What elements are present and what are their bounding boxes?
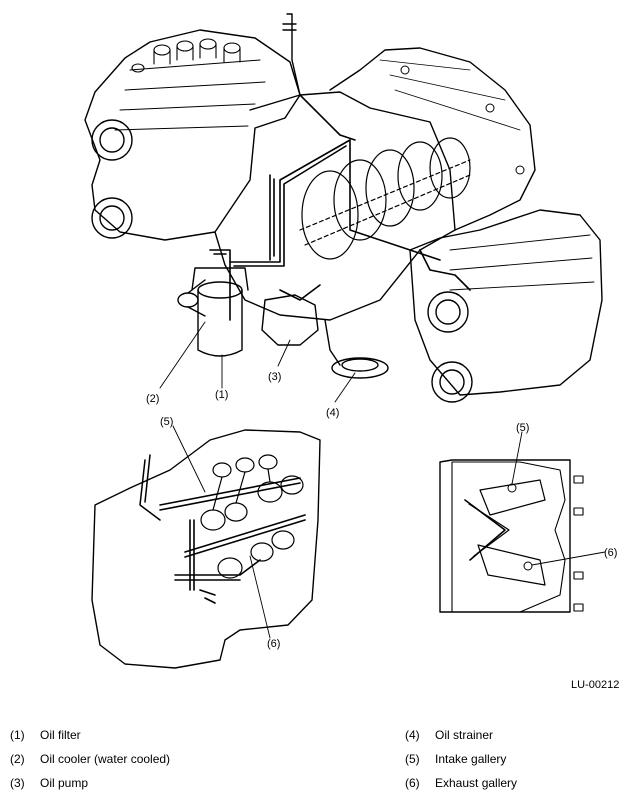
legend-item-oil-filter: (1) Oil filter: [10, 728, 81, 742]
callout-5-right: (5): [516, 422, 529, 434]
dipstick-tube: [282, 13, 301, 96]
head-cross-section: [439, 431, 606, 613]
callout-3: (3): [268, 371, 281, 383]
lubrication-diagram: (2) (1) (3) (4) (5) (6) (5) (6): [84, 13, 617, 669]
legend-number: (5): [405, 752, 420, 766]
callout-6-right: (6): [604, 547, 617, 559]
intake-exhaust-gallery-left-view: [91, 425, 321, 669]
transmission-housing: [329, 47, 536, 231]
callout-1: (1): [215, 389, 228, 401]
legend-number: (4): [405, 728, 420, 742]
oil-pump: [261, 294, 319, 346]
cross-section-body: [451, 461, 566, 613]
callout-5-left: (5): [160, 416, 173, 428]
cross-section-bolts: [573, 475, 584, 612]
engine-block: [214, 91, 456, 321]
valve-rockers: [200, 454, 304, 579]
legend-item-oil-pump: (3) Oil pump: [10, 776, 88, 790]
oil-strainer: [324, 319, 389, 379]
legend-label: Oil filter: [40, 728, 81, 742]
right-head-ports: [427, 291, 473, 403]
left-head-outline: [91, 429, 321, 669]
legend-label: Oil pump: [40, 776, 89, 790]
oil-passages: [209, 94, 471, 321]
left-exhaust-ports: [91, 119, 133, 239]
figure-id: LU-00212: [571, 679, 620, 691]
engine-callout-leaders: [159, 321, 356, 403]
callout-6-left: (6): [267, 638, 280, 650]
callout-2: (2): [146, 393, 159, 405]
legend-item-exhaust-gallery: (6) Exhaust gallery: [405, 776, 517, 790]
oil-cooler: [177, 279, 206, 317]
legend-item-oil-strainer: (4) Oil strainer: [405, 728, 493, 742]
callout-4: (4): [326, 407, 339, 419]
legend-number: (1): [10, 728, 25, 742]
legend-label: Exhaust gallery: [435, 776, 518, 790]
legend-label: Oil strainer: [435, 728, 494, 742]
legend-number: (2): [10, 752, 25, 766]
crankshaft: [299, 137, 471, 260]
legend-label: Oil cooler (water cooled): [40, 752, 171, 766]
parts-legend: (1) Oil filter (2) Oil cooler (water coole…: [0, 722, 638, 798]
legend-item-intake-gallery: (5) Intake gallery: [405, 752, 506, 766]
left-cylinder-head: [84, 29, 301, 241]
right-cylinder-head: [409, 209, 603, 396]
legend-number: (3): [10, 776, 25, 790]
legend-item-oil-cooler: (2) Oil cooler (water cooled): [10, 752, 170, 766]
engine-assembly-illustration: [84, 13, 603, 403]
gallery-rails: [159, 477, 306, 604]
cam-cover-bolts: [131, 38, 241, 73]
oil-filter: [191, 267, 249, 357]
legend-label: Intake gallery: [435, 752, 507, 766]
legend-number: (6): [405, 776, 420, 790]
